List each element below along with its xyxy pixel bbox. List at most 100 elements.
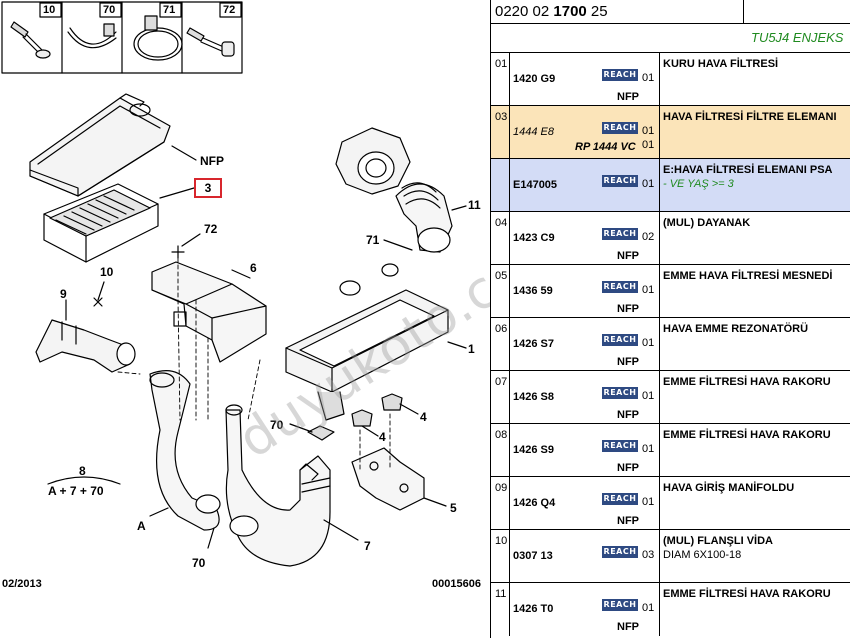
reach-badge: REACH xyxy=(602,440,638,452)
callout-8: 8 xyxy=(79,464,86,478)
callout-3-label: 3 xyxy=(204,181,212,195)
reach-badge: REACH xyxy=(602,281,638,293)
part-description: EMME FİLTRESİ HAVA RAKORU xyxy=(663,376,831,388)
quantity: 03 xyxy=(642,549,655,561)
part-code: 1426 S9 xyxy=(513,444,554,456)
part-description: (MUL) FLANŞLI VİDA xyxy=(663,535,773,547)
callout-9: 9 xyxy=(60,287,67,301)
header-divider xyxy=(743,0,744,24)
pipe-7-drawing xyxy=(225,404,331,567)
table-row[interactable]: 05 1436 59 REACH 01 NFP EMME HAVA FİLTRE… xyxy=(491,265,850,318)
part-code: 1436 59 xyxy=(513,285,553,297)
bracket-drawing xyxy=(351,447,425,511)
reach-badge: REACH xyxy=(602,334,638,346)
engine-row: TU5J4 ENJEKS xyxy=(491,24,850,53)
quantity: 02 xyxy=(642,231,655,243)
table-row-highlighted[interactable]: 03 1444 E8 REACH 01 RP 1444 VC 01 HAVA F… xyxy=(491,106,850,159)
nfp-label: NFP xyxy=(617,515,639,527)
filter-housing-drawing xyxy=(285,263,449,421)
parts-table: 0220 02 1700 25 TU5J4 ENJEKS 01 1420 G9 … xyxy=(490,0,850,638)
table-row[interactable]: 08 1426 S9 REACH 01 NFP EMME FİLTRESİ HA… xyxy=(491,424,850,477)
part-description: HAVA GİRİŞ MANİFOLDU xyxy=(663,482,795,494)
callout-nfp: NFP xyxy=(200,154,224,168)
reference-suffix: 25 xyxy=(586,3,608,20)
diagram-doc-number: 00015606 xyxy=(432,578,481,590)
alternate-quantity: 01 xyxy=(642,139,655,151)
filter-cover-drawing xyxy=(29,93,171,197)
reach-badge: REACH xyxy=(602,546,638,558)
part-code: 0307 13 xyxy=(513,550,553,562)
reference-bold: 1700 xyxy=(553,3,587,20)
row-number: 07 xyxy=(495,376,508,388)
part-code: E147005 xyxy=(513,179,558,191)
strap-clip-icon xyxy=(67,23,117,49)
quantity: 01 xyxy=(642,284,655,296)
part-description: KURU HAVA FİLTRESİ xyxy=(663,58,779,70)
part-dimension: DIAM 6X100-18 xyxy=(663,549,742,561)
part-description: HAVA EMME REZONATÖRÜ xyxy=(663,323,809,335)
part-description: EMME HAVA FİLTRESİ MESNEDİ xyxy=(663,270,833,282)
quantity: 01 xyxy=(642,72,655,84)
filter-element-drawing xyxy=(43,183,159,263)
nfp-label: NFP xyxy=(617,356,639,368)
kit-number-10: 10 xyxy=(43,4,56,16)
table-header: 0220 02 1700 25 xyxy=(491,0,850,24)
reach-badge: REACH xyxy=(602,122,638,134)
reach-badge: REACH xyxy=(602,387,638,399)
hose-11-drawing xyxy=(395,182,453,253)
reach-badge: REACH xyxy=(602,599,638,611)
quantity: 01 xyxy=(642,125,655,137)
nfp-label: NFP xyxy=(617,91,639,103)
quantity: 01 xyxy=(642,337,655,349)
table-row[interactable]: 09 1426 Q4 REACH 01 NFP HAVA GİRİŞ MANİF… xyxy=(491,477,850,530)
part-description: EMME FİLTRESİ HAVA RAKORU xyxy=(663,429,831,441)
part-code: 1426 Q4 xyxy=(513,497,556,509)
callout-11: 11 xyxy=(468,198,481,212)
table-row[interactable]: 06 1426 S7 REACH 01 NFP HAVA EMME REZONA… xyxy=(491,318,850,371)
callout-7: 7 xyxy=(364,539,371,553)
table-row[interactable]: 01 1420 G9 REACH 01 NFP KURU HAVA FİLTRE… xyxy=(491,53,850,106)
nfp-label: NFP xyxy=(617,462,639,474)
screw-bushing-icon xyxy=(186,27,235,57)
row-number: 11 xyxy=(495,588,507,600)
hose-clamp-icon xyxy=(133,15,183,61)
alternate-part-code: RP 1444 VC xyxy=(575,141,636,153)
table-row[interactable]: 11 1426 T0 REACH 01 NFP EMME FİLTRESİ HA… xyxy=(491,583,850,636)
row-number: 10 xyxy=(495,535,508,547)
resonator-drawing xyxy=(151,261,267,363)
callout-5: 5 xyxy=(450,501,457,515)
row-number: 08 xyxy=(495,429,508,441)
callout-6: 6 xyxy=(250,261,257,275)
part-code: 1444 E8 xyxy=(513,126,554,138)
part-description: EMME FİLTRESİ HAVA RAKORU xyxy=(663,588,831,600)
callout-a: A xyxy=(137,519,146,533)
row-number: 09 xyxy=(495,482,508,494)
table-row[interactable]: 07 1426 S8 REACH 01 NFP EMME FİLTRESİ HA… xyxy=(491,371,850,424)
nfp-label: NFP xyxy=(617,621,639,633)
table-row[interactable]: 04 1423 C9 REACH 02 NFP (MUL) DAYANAK xyxy=(491,212,850,265)
callout-4-lower: 4 xyxy=(379,430,386,444)
throttle-body-drawing xyxy=(335,127,411,195)
reference-number: 0220 02 1700 25 xyxy=(495,3,608,20)
row-number: 03 xyxy=(495,111,508,123)
callout-10: 10 xyxy=(100,265,114,279)
nfp-label: NFP xyxy=(617,303,639,315)
callout-71: 71 xyxy=(366,233,380,247)
callout-1: 1 xyxy=(468,342,475,356)
part-condition: - VE YAŞ >= 3 xyxy=(663,178,734,190)
damper-drawing xyxy=(351,393,403,427)
diagram-drawing xyxy=(1,1,467,567)
table-row[interactable]: 10 0307 13 REACH 03 (MUL) FLANŞLI VİDA D… xyxy=(491,530,850,583)
reach-badge: REACH xyxy=(602,175,638,187)
nfp-label: NFP xyxy=(617,409,639,421)
row-number: 06 xyxy=(495,323,508,335)
part-code: 1423 C9 xyxy=(513,232,555,244)
quantity: 01 xyxy=(642,496,655,508)
callout-3-highlighted: 3 xyxy=(194,178,222,198)
intake-manifold-drawing xyxy=(35,319,136,373)
table-row-highlighted[interactable]: E147005 REACH 01 E:HAVA FİLTRESİ ELEMANI… xyxy=(491,159,850,212)
bolt-washer-icon xyxy=(10,21,51,59)
exploded-parts-diagram: 10 70 71 72 NFP 3 72 6 10 9 11 71 1 4 4 … xyxy=(1,1,490,590)
callout-70-upper: 70 xyxy=(270,418,284,432)
engine-label: TU5J4 ENJEKS xyxy=(751,30,844,45)
